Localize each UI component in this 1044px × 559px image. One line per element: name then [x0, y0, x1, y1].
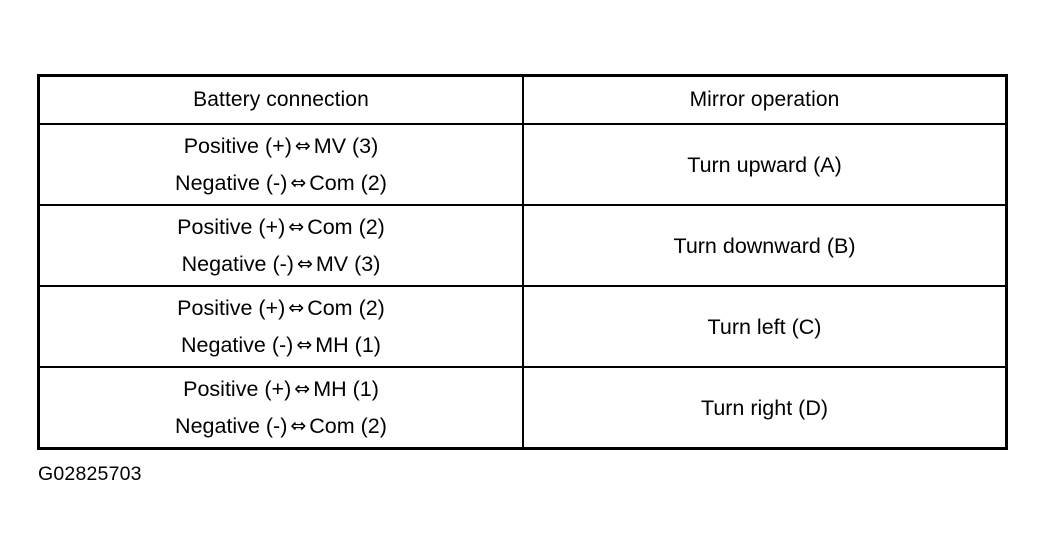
connection-line: Negative (-)⇔MH (1) — [181, 327, 381, 364]
cell-battery-connection: Positive (+)⇔Com (2) Negative (-)⇔MH (1) — [38, 285, 524, 368]
mirror-operation-table: Battery connection Mirror operation Posi… — [37, 74, 1008, 450]
connection-line: Positive (+)⇔Com (2) — [177, 209, 385, 246]
column-header-mirror-operation: Mirror operation — [522, 75, 1007, 125]
cell-mirror-operation: Turn right (D) — [522, 366, 1007, 449]
left-right-double-arrow-icon: ⇔ — [294, 377, 311, 400]
connection-line: Positive (+)⇔Com (2) — [177, 290, 385, 327]
pin-label: MV (3) — [315, 251, 381, 276]
pin-label: Com (2) — [307, 295, 385, 320]
connection-lines: Positive (+)⇔Com (2) Negative (-)⇔MH (1) — [40, 287, 522, 366]
terminal-label: Positive (+) — [183, 376, 292, 401]
pin-label: Com (2) — [309, 413, 387, 438]
terminal-label: Negative (-) — [175, 170, 288, 195]
terminal-label: Negative (-) — [175, 413, 288, 438]
operation-text: Turn downward (B) — [673, 233, 856, 258]
column-header-battery-connection: Battery connection — [38, 75, 524, 125]
left-right-double-arrow-icon: ⇔ — [296, 252, 313, 275]
connection-line: Negative (-)⇔Com (2) — [175, 408, 387, 445]
pin-label: Com (2) — [309, 170, 387, 195]
pin-label: MV (3) — [313, 133, 379, 158]
operation-text: Turn right (D) — [700, 395, 829, 420]
table-row: Positive (+)⇔MH (1) Negative (-)⇔Com (2)… — [38, 366, 1007, 449]
cell-battery-connection: Positive (+)⇔MV (3) Negative (-)⇔Com (2) — [38, 123, 524, 206]
operation-text: Turn upward (A) — [687, 152, 842, 177]
table-row: Positive (+)⇔Com (2) Negative (-)⇔MH (1)… — [38, 285, 1007, 368]
pin-label: Com (2) — [307, 214, 385, 239]
terminal-label: Positive (+) — [177, 214, 286, 239]
table-header-row: Battery connection Mirror operation — [38, 75, 1007, 125]
figure-caption: G02825703 — [38, 463, 142, 485]
connection-line: Positive (+)⇔MH (1) — [183, 371, 379, 408]
connection-lines: Positive (+)⇔MH (1) Negative (-)⇔Com (2) — [40, 368, 522, 447]
pin-label: MH (1) — [315, 332, 381, 357]
pin-label: MH (1) — [313, 376, 379, 401]
connection-line: Negative (-)⇔MV (3) — [182, 246, 381, 283]
left-right-double-arrow-icon: ⇔ — [290, 171, 307, 194]
left-right-double-arrow-icon: ⇔ — [288, 296, 305, 319]
terminal-label: Positive (+) — [183, 133, 292, 158]
terminal-label: Positive (+) — [177, 295, 286, 320]
connection-lines: Positive (+)⇔Com (2) Negative (-)⇔MV (3) — [40, 206, 522, 285]
operation-text: Turn left (C) — [707, 314, 822, 339]
connection-line: Positive (+)⇔MV (3) — [184, 128, 379, 165]
cell-mirror-operation: Turn left (C) — [522, 285, 1007, 368]
table-row: Positive (+)⇔MV (3) Negative (-)⇔Com (2)… — [38, 123, 1007, 206]
connection-lines: Positive (+)⇔MV (3) Negative (-)⇔Com (2) — [40, 125, 522, 204]
table-row: Positive (+)⇔Com (2) Negative (-)⇔MV (3)… — [38, 204, 1007, 287]
connection-line: Negative (-)⇔Com (2) — [175, 165, 387, 202]
left-right-double-arrow-icon: ⇔ — [288, 215, 305, 238]
cell-mirror-operation: Turn downward (B) — [522, 204, 1007, 287]
left-right-double-arrow-icon: ⇔ — [290, 414, 307, 437]
left-right-double-arrow-icon: ⇔ — [296, 333, 313, 356]
left-right-double-arrow-icon: ⇔ — [294, 134, 311, 157]
terminal-label: Negative (-) — [181, 251, 294, 276]
terminal-label: Negative (-) — [181, 332, 294, 357]
cell-battery-connection: Positive (+)⇔MH (1) Negative (-)⇔Com (2) — [38, 366, 524, 449]
cell-mirror-operation: Turn upward (A) — [522, 123, 1007, 206]
cell-battery-connection: Positive (+)⇔Com (2) Negative (-)⇔MV (3) — [38, 204, 524, 287]
